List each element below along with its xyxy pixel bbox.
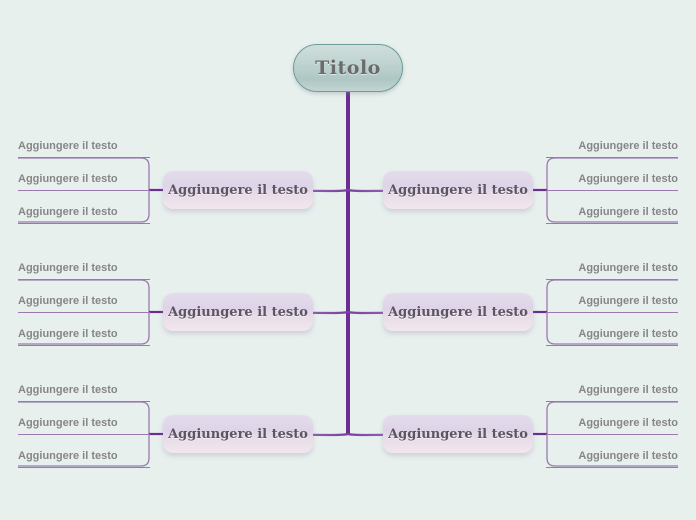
leaf-item-label: Aggiungere il testo xyxy=(18,449,118,462)
leaf-item-label: Aggiungere il testo xyxy=(578,294,678,307)
leaf-item-label: Aggiungere il testo xyxy=(18,416,118,429)
leaf-item-label: Aggiungere il testo xyxy=(18,327,118,340)
branch-node-label: Aggiungere il testo xyxy=(388,426,528,442)
branch-node-left-3[interactable]: Aggiungere il testo xyxy=(163,415,313,453)
branch-node-left-2[interactable]: Aggiungere il testo xyxy=(163,293,313,331)
branch-node-right-3[interactable]: Aggiungere il testo xyxy=(383,415,533,453)
leaf-item-left-3-3[interactable]: Aggiungere il testo xyxy=(18,446,150,468)
leaf-item-label: Aggiungere il testo xyxy=(578,261,678,274)
leaf-item-left-1-2[interactable]: Aggiungere il testo xyxy=(18,169,150,191)
leaf-item-left-3-2[interactable]: Aggiungere il testo xyxy=(18,413,150,435)
leaf-item-left-1-3[interactable]: Aggiungere il testo xyxy=(18,202,150,224)
leaf-item-right-2-1[interactable]: Aggiungere il testo xyxy=(546,258,678,280)
branch-node-right-1[interactable]: Aggiungere il testo xyxy=(383,171,533,209)
leaf-item-label: Aggiungere il testo xyxy=(18,172,118,185)
branch-node-label: Aggiungere il testo xyxy=(388,182,528,198)
leaf-item-label: Aggiungere il testo xyxy=(578,327,678,340)
leaf-item-label: Aggiungere il testo xyxy=(18,383,118,396)
leaf-item-right-2-2[interactable]: Aggiungere il testo xyxy=(546,291,678,313)
root-node[interactable]: Titolo xyxy=(293,44,403,92)
leaf-item-left-1-1[interactable]: Aggiungere il testo xyxy=(18,136,150,158)
leaf-item-right-1-1[interactable]: Aggiungere il testo xyxy=(546,136,678,158)
leaf-item-label: Aggiungere il testo xyxy=(578,416,678,429)
branch-node-label: Aggiungere il testo xyxy=(168,426,308,442)
leaf-item-label: Aggiungere il testo xyxy=(578,383,678,396)
leaf-item-label: Aggiungere il testo xyxy=(18,261,118,274)
leaf-item-right-3-2[interactable]: Aggiungere il testo xyxy=(546,413,678,435)
leaf-item-label: Aggiungere il testo xyxy=(18,139,118,152)
branch-node-left-1[interactable]: Aggiungere il testo xyxy=(163,171,313,209)
leaf-item-label: Aggiungere il testo xyxy=(578,449,678,462)
branch-node-label: Aggiungere il testo xyxy=(168,182,308,198)
root-node-label: Titolo xyxy=(315,57,381,79)
branch-node-right-2[interactable]: Aggiungere il testo xyxy=(383,293,533,331)
leaf-item-right-3-1[interactable]: Aggiungere il testo xyxy=(546,380,678,402)
leaf-item-label: Aggiungere il testo xyxy=(18,294,118,307)
leaf-item-left-2-2[interactable]: Aggiungere il testo xyxy=(18,291,150,313)
leaf-item-label: Aggiungere il testo xyxy=(578,205,678,218)
leaf-item-left-2-3[interactable]: Aggiungere il testo xyxy=(18,324,150,346)
branch-node-label: Aggiungere il testo xyxy=(168,304,308,320)
leaf-item-label: Aggiungere il testo xyxy=(578,172,678,185)
leaf-item-left-2-1[interactable]: Aggiungere il testo xyxy=(18,258,150,280)
leaf-item-label: Aggiungere il testo xyxy=(578,139,678,152)
leaf-item-right-2-3[interactable]: Aggiungere il testo xyxy=(546,324,678,346)
leaf-item-left-3-1[interactable]: Aggiungere il testo xyxy=(18,380,150,402)
leaf-item-label: Aggiungere il testo xyxy=(18,205,118,218)
leaf-item-right-1-3[interactable]: Aggiungere il testo xyxy=(546,202,678,224)
leaf-item-right-1-2[interactable]: Aggiungere il testo xyxy=(546,169,678,191)
leaf-item-right-3-3[interactable]: Aggiungere il testo xyxy=(546,446,678,468)
branch-node-label: Aggiungere il testo xyxy=(388,304,528,320)
